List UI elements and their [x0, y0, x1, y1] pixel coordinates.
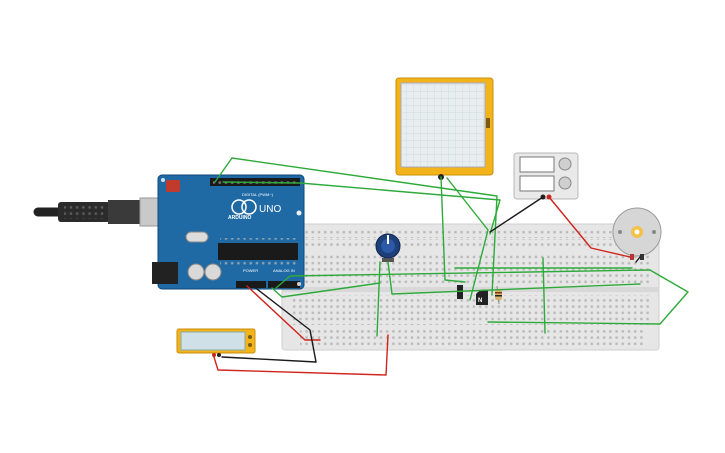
- board-model-label: UNO: [259, 204, 281, 215]
- wire-green-10: [487, 269, 689, 325]
- dc-motor[interactable]: [612, 207, 662, 260]
- potentiometer[interactable]: [375, 233, 401, 262]
- wire-red-2: [246, 285, 321, 341]
- top-power-rail: [300, 228, 645, 238]
- small-display-sensor[interactable]: [176, 328, 256, 357]
- wire-green-8: [387, 261, 641, 295]
- arduino-uno-board[interactable]: DIGITAL (PWM~) ARDUINO UNO POWER ANALOG …: [152, 174, 305, 290]
- top-power-rail-2: [300, 239, 645, 248]
- power-header: [236, 281, 266, 288]
- force-sensor-pad[interactable]: [395, 77, 494, 180]
- wire-green-9: [542, 257, 546, 334]
- resistor[interactable]: [495, 285, 502, 305]
- bottom-power-rail: [300, 330, 645, 339]
- analog-label: ANALOG IN: [273, 268, 295, 273]
- wire-red-1: [548, 196, 631, 258]
- bottom-power-rail-2: [300, 340, 645, 347]
- wire-green-7: [376, 261, 381, 337]
- capacitor-2: [204, 263, 222, 281]
- digital-label: DIGITAL (PWM~): [242, 192, 274, 197]
- arduino-logo-text: ARDUINO: [228, 215, 251, 221]
- power-label: POWER: [243, 268, 258, 273]
- usb-cable[interactable]: [33, 197, 167, 227]
- capacitor-1: [187, 263, 205, 281]
- crystal: [185, 231, 209, 243]
- analog-header: [268, 281, 300, 288]
- wire-green-6: [275, 269, 651, 289]
- power-jack: [152, 262, 178, 284]
- transistor-label: N: [478, 298, 482, 304]
- wire-black-1: [489, 196, 544, 233]
- microcontroller-chip: [218, 243, 298, 260]
- top-terminal-strip: [290, 254, 650, 284]
- wire-black-2: [635, 256, 641, 263]
- wire-red-3: [213, 334, 389, 376]
- reset-button[interactable]: [166, 180, 180, 192]
- wire-green-5: [271, 282, 381, 298]
- dc-power-supply[interactable]: [513, 152, 579, 200]
- npn-transistor[interactable]: N: [476, 289, 488, 306]
- wire-green-2: [222, 181, 501, 235]
- arduino-logo: [231, 199, 247, 215]
- wires: [213, 157, 689, 376]
- diode[interactable]: [457, 285, 463, 299]
- breadboard[interactable]: [281, 223, 660, 351]
- center-channel: [282, 287, 659, 292]
- wire-green-3: [440, 176, 466, 283]
- wire-green-1: [214, 157, 498, 296]
- wire-black-3: [221, 285, 317, 363]
- wire-green-4: [446, 177, 489, 301]
